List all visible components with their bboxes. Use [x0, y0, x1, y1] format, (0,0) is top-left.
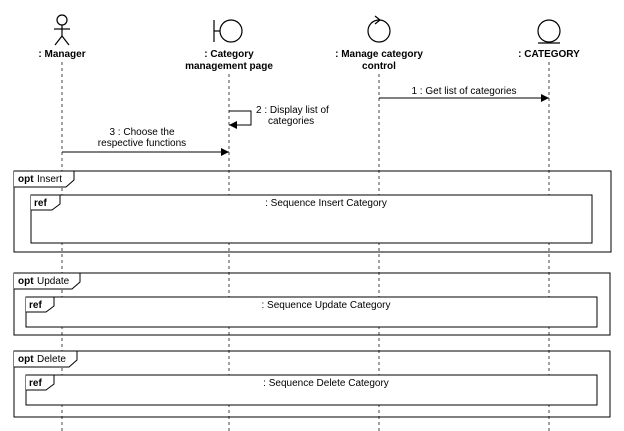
entity-icon	[537, 19, 561, 44]
fragment-name-delete: Delete	[37, 354, 66, 365]
fragment-name-update: Update	[37, 276, 70, 287]
fragment-keyword-insert: opt	[18, 174, 34, 185]
participant-label-page-line2: management page	[185, 61, 273, 72]
message-arrow-2	[229, 110, 252, 129]
ref-update: ref : Sequence Update Category	[25, 296, 598, 328]
ref-text-update: : Sequence Update Category	[262, 300, 391, 311]
ref-text-insert: : Sequence Insert Category	[265, 198, 387, 209]
message-label-3-line2: respective functions	[98, 138, 186, 149]
ref-keyword-insert: ref	[34, 198, 47, 209]
ref-text-delete: : Sequence Delete Category	[263, 378, 389, 389]
message-label-3-line1: 3 : Choose the	[109, 127, 174, 138]
ref-delete: ref : Sequence Delete Category	[25, 374, 598, 406]
participant-label-manager: : Manager	[38, 49, 85, 60]
fragment-keyword-delete: opt	[18, 354, 34, 365]
ref-insert: ref : Sequence Insert Category	[30, 194, 593, 244]
participant-label-control-line1: : Manage category	[335, 49, 423, 60]
message-label-1: 1 : Get list of categories	[411, 86, 516, 97]
control-icon	[367, 15, 391, 43]
fragment-keyword-update: opt	[18, 276, 34, 287]
participant-label-control-line2: control	[362, 61, 396, 72]
fragment-opt-update: opt Update	[13, 272, 611, 336]
message-label-2-line1: 2 : Display list of	[256, 105, 329, 116]
boundary-icon	[213, 19, 243, 43]
fragment-opt-delete: opt Delete	[13, 350, 611, 418]
ref-keyword-update: ref	[29, 300, 42, 311]
participant-label-category: : CATEGORY	[518, 49, 580, 60]
participant-label-page-line1: : Category	[204, 49, 254, 60]
fragment-opt-insert: opt Insert	[13, 170, 612, 253]
ref-keyword-delete: ref	[29, 378, 42, 389]
message-label-2-line2: categories	[268, 116, 314, 127]
actor-icon	[54, 14, 70, 46]
fragment-name-insert: Insert	[37, 174, 62, 185]
